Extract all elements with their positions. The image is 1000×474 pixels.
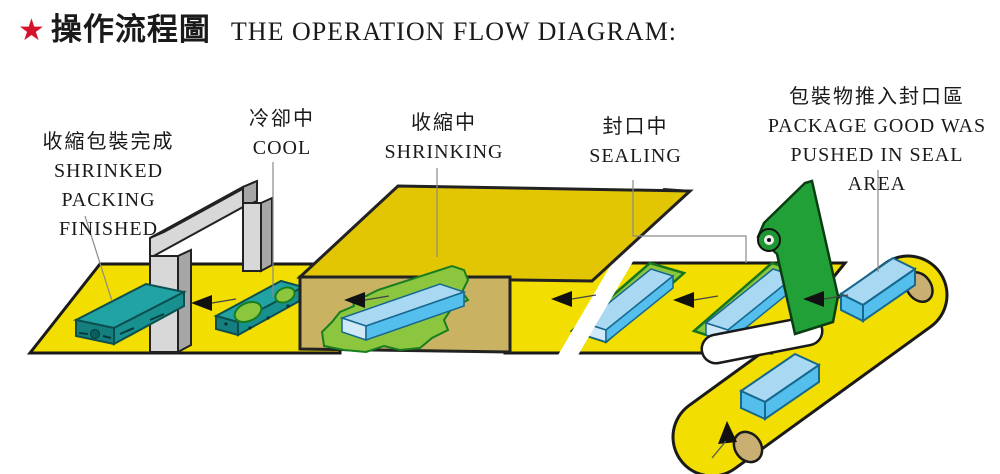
label-infeed: 包裝物推入封口區 PACKAGE GOOD WAS PUSHED IN SEAL… bbox=[760, 83, 994, 199]
package-infeed-2 bbox=[839, 256, 917, 323]
flow-arrow-icon bbox=[344, 292, 390, 308]
seal-roller bbox=[700, 315, 824, 365]
label-finished-en2: FINISHED bbox=[58, 218, 159, 240]
label-finished-zh: 收縮包裝完成 bbox=[42, 131, 175, 153]
infeed-roller-near bbox=[732, 430, 764, 464]
label-finished-en1: SHRINKED PACKING bbox=[53, 160, 164, 211]
flow-arrow-icon bbox=[191, 295, 237, 311]
main-line-flow-arrows bbox=[191, 291, 849, 311]
package-shrinking bbox=[320, 264, 470, 354]
title-en: THE OPERATION FLOW DIAGRAM: bbox=[230, 17, 678, 46]
leader-lines bbox=[84, 162, 879, 302]
label-finished: 收縮包裝完成 SHRINKED PACKING FINISHED bbox=[6, 128, 211, 244]
label-sealing: 封口中 SEALING bbox=[573, 113, 698, 171]
label-infeed-en1: PACKAGE GOOD WAS bbox=[767, 115, 987, 137]
star-icon: ★ bbox=[18, 14, 45, 47]
page-title: ★ 操作流程圖 THE OPERATION FLOW DIAGRAM: bbox=[18, 12, 677, 48]
infeed-flow-arrow-icon bbox=[711, 421, 737, 459]
flow-arrow-icon bbox=[673, 292, 719, 308]
package-cooling bbox=[213, 279, 306, 337]
label-shrinking-zh: 收縮中 bbox=[411, 112, 477, 134]
label-cool-en: COOL bbox=[252, 137, 312, 159]
label-infeed-zh: 包裝物推入封口區 bbox=[789, 86, 965, 108]
package-finished bbox=[73, 282, 187, 346]
label-shrinking: 收縮中 SHRINKING bbox=[365, 109, 523, 167]
label-sealing-en: SEALING bbox=[589, 145, 682, 167]
label-shrinking-en: SHRINKING bbox=[384, 141, 504, 163]
label-cool-zh: 冷卻中 bbox=[249, 108, 315, 130]
title-zh: 操作流程圖 bbox=[50, 12, 211, 47]
package-sealed bbox=[569, 261, 687, 344]
label-cool: 冷卻中 COOL bbox=[228, 105, 336, 163]
film-roll-icon bbox=[757, 228, 781, 252]
section-gap bbox=[554, 205, 666, 362]
label-infeed-en2: PUSHED IN SEAL AREA bbox=[790, 144, 964, 195]
leader-sealing bbox=[632, 180, 747, 263]
label-sealing-zh: 封口中 bbox=[602, 116, 669, 138]
flow-arrow-icon bbox=[551, 291, 597, 307]
infeed-conveyor bbox=[671, 254, 949, 474]
package-infeed-1 bbox=[738, 352, 822, 421]
leader-finished bbox=[84, 215, 113, 302]
flow-arrow-icon bbox=[803, 291, 849, 307]
